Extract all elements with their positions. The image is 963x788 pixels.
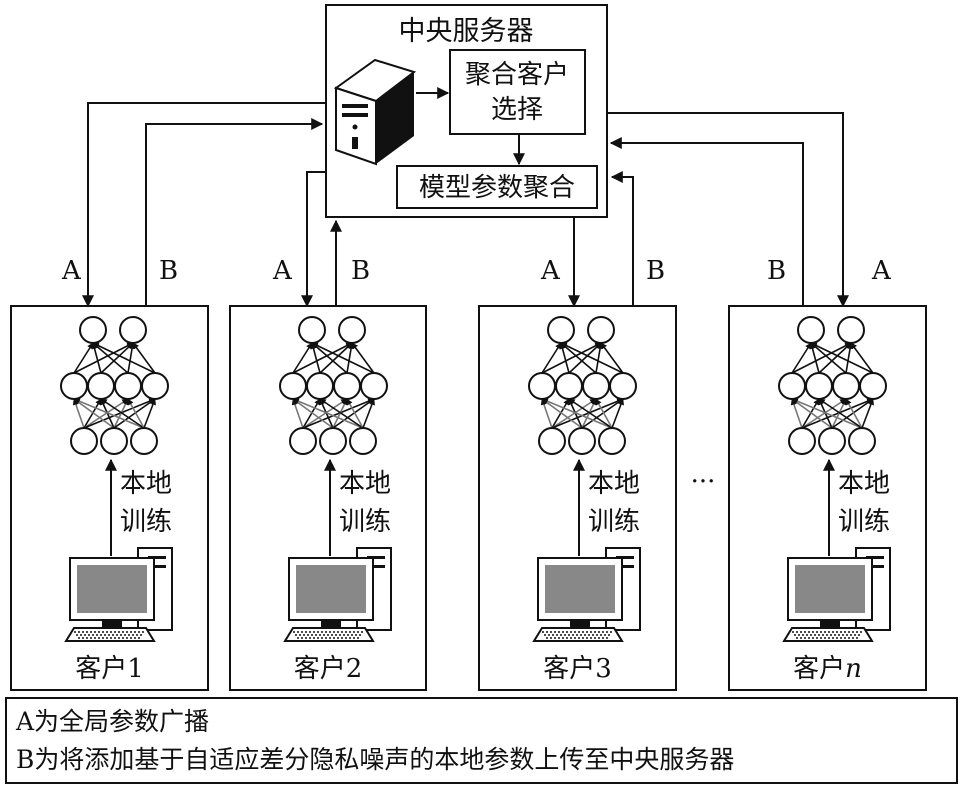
local-training-label-line1: 本地 [339,469,391,499]
server-tower-icon [333,58,417,166]
arrow-a-client2 [301,171,326,308]
local-training-label-line2: 训练 [120,507,172,537]
client-name-4: 客户n [793,654,862,684]
local-training-label-line2: 训练 [838,507,890,537]
client2-arrows [301,171,342,308]
client1-arrows [82,102,326,308]
local-training-label-line2: 训练 [339,507,391,537]
legend-line-b: B为将添加基于自适应差分隐私噪声的本地参数上传至中央服务器 [16,745,734,774]
neural-network-icon [279,316,388,455]
desktop-computer-icon [283,547,392,642]
label-a-client1: A [61,256,82,286]
label-b-clientn: B [767,256,786,286]
label-b-client3: B [646,256,665,286]
label-b-client1: B [159,256,178,286]
local-training-label-line1: 本地 [588,469,640,499]
client-selection-box: 聚合客户 选择 [449,49,586,135]
arrow-b-clientn [609,137,804,306]
legend-line-a: A为全局参数广播 [15,707,209,736]
server-title: 中央服务器 [399,16,534,47]
local-training-label-line1: 本地 [838,469,890,499]
client-name-1: 客户1 [75,654,144,684]
selection-line2: 选择 [491,95,543,125]
arrow-a-client1 [82,102,326,308]
selection-line1: 聚合客户 [465,60,569,90]
legend-box: A为全局参数广播 B为将添加基于自适应差分隐私噪声的本地参数上传至中央服务器 [5,697,958,784]
client-name-3: 客户3 [543,654,612,684]
label-b-client2: B [351,256,370,286]
neural-network-icon [778,316,887,455]
desktop-computer-icon [782,547,891,642]
label-a-client3: A [540,256,561,286]
label-a-client2: A [272,256,293,286]
arrow-a-clientn [607,112,849,308]
clientn-arrows [607,112,849,308]
arrow-b-client3 [610,171,634,306]
more-clients-ellipsis: ··· [691,467,716,497]
local-training-label-line2: 训练 [588,507,640,537]
aggregation-label: 模型参数聚合 [419,173,575,203]
local-training-label-line1: 本地 [120,469,172,499]
desktop-computer-icon [532,547,641,642]
neural-network-icon [60,316,169,455]
desktop-computer-icon [64,547,173,642]
label-a-clientn: A [871,256,892,286]
client3-arrows [568,171,634,308]
arrow-b-client1 [145,118,324,306]
neural-network-icon [528,316,637,455]
model-aggregation-box: 模型参数聚合 [396,165,598,209]
client-name-2: 客户2 [294,654,363,684]
